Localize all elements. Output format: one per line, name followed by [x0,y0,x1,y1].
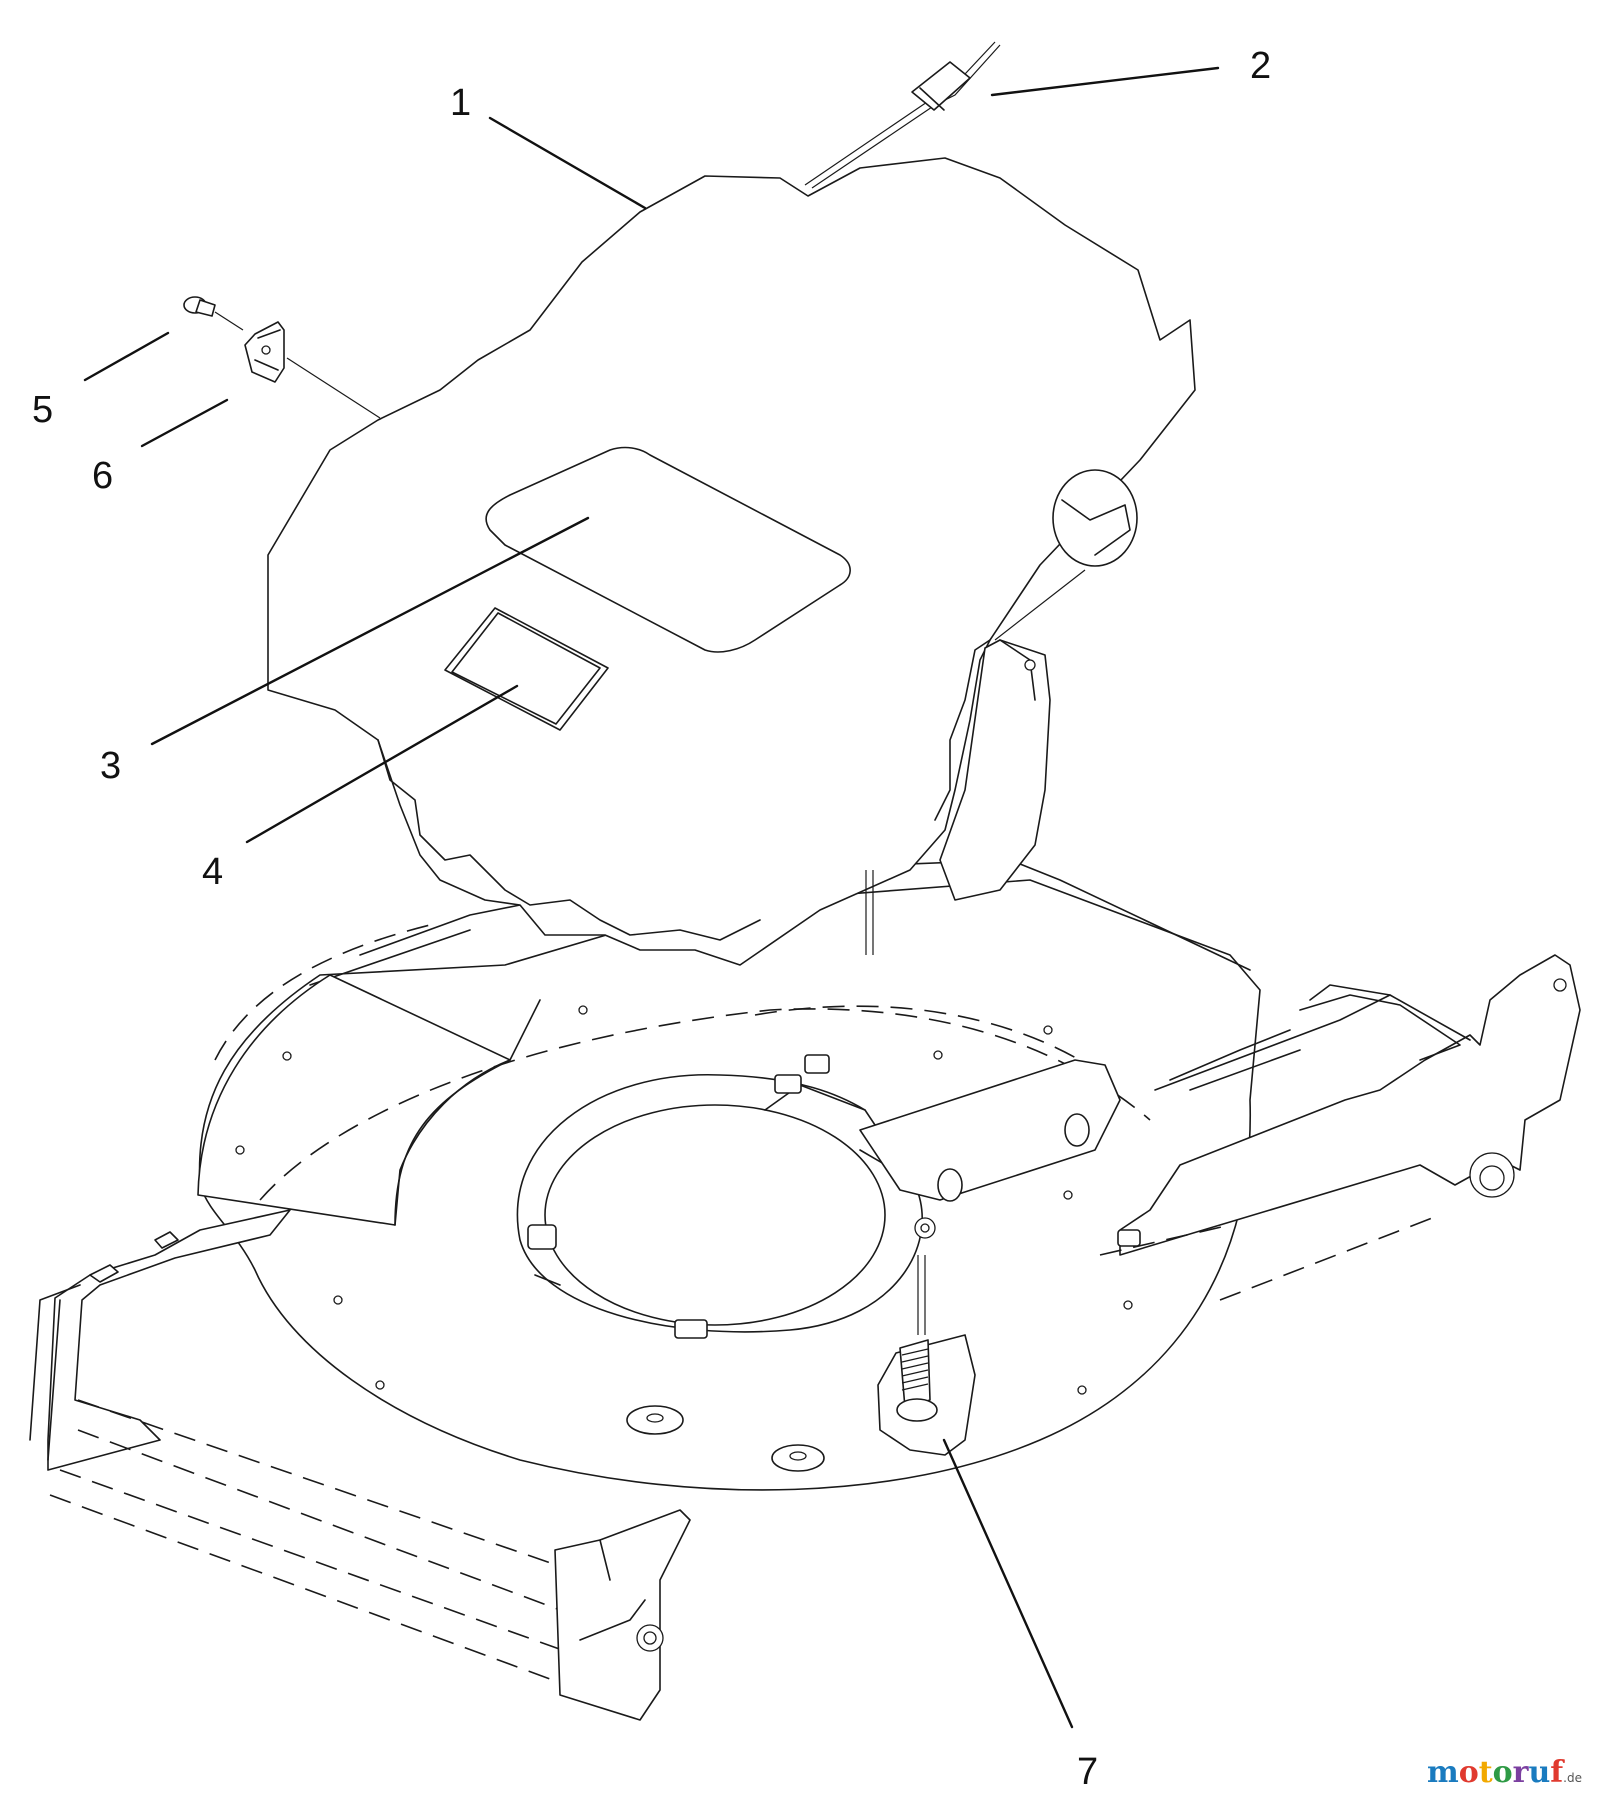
callout-6: 6 [92,455,113,497]
deck-dashed-edge-front [259,1008,1151,1201]
deck-hole [1063,1190,1073,1200]
spark-plug-boot [911,61,971,111]
spark-plug-boot-ring [919,87,945,111]
watermark-suffix: .de [1563,1771,1582,1785]
rear-dashed-edge [1099,1214,1441,1301]
side-cover-bolt [1024,659,1036,671]
watermark-letter: o [1458,1755,1479,1790]
deck-hole [333,1295,343,1305]
rear-housing-detail [1169,1029,1301,1091]
rear-clip [1117,1229,1141,1247]
front-wheel-bolt-inner [643,1631,657,1645]
ring-tab-left [527,1224,557,1250]
bumper-tab-left-2 [154,1231,179,1249]
leader-2 [990,66,1220,97]
watermark-logo: motoruf.de [1427,1755,1582,1790]
callout-5: 5 [32,389,53,431]
deck-clip [804,1054,830,1074]
watermark-letter: m [1427,1755,1459,1790]
spark-plug-boot-body [911,61,971,111]
watermark-letter: f [1550,1755,1564,1790]
engine-decal-4 [444,607,609,731]
screw [183,296,244,331]
leader-6 [140,398,229,448]
bumper-rail-3 [77,1399,601,1581]
callout-1: 1 [450,82,471,124]
callout-2: 2 [1250,45,1271,87]
deck-front-wheel-bracket [554,1509,691,1721]
ring-tab-top [774,1074,802,1094]
engine-side-panel [934,639,991,821]
leader-1 [488,116,647,210]
deck-left-hump [197,974,511,1226]
deck-dashed-edge-left [214,924,431,1061]
bolt-axis [917,1255,926,1335]
bumper-rail-1 [59,1469,591,1661]
rear-wheel-hub [1479,1165,1505,1191]
deck-hole [1077,1385,1087,1395]
bolt-shaft [899,1339,931,1409]
bracket-inner [579,1539,646,1641]
screw-shank [195,299,216,317]
bracket-connect-line [286,357,381,419]
screw-axis [214,311,244,331]
bumper-rail-2 [49,1494,581,1691]
watermark-letter: o [1492,1755,1513,1790]
crankshaft [865,870,874,955]
bolt-head [896,1398,938,1422]
bumper-inner-line [29,1284,81,1461]
rear-housing-top [1154,994,1471,1091]
blade-bolt-assembly [877,1255,976,1456]
bracket-clip [244,321,285,383]
bumper-rail-4 [77,1429,561,1611]
callout-4: 4 [202,851,223,893]
callout-labels: 1 2 3 4 5 6 7 [32,45,1271,1793]
leader-5 [83,331,170,382]
deck-hole [235,1145,245,1155]
deck-hole [933,1050,943,1060]
deck-hole [1043,1025,1053,1035]
engine-mount-hole [544,1104,886,1326]
deck-rear-ridge-line [309,929,471,986]
callout-7: 7 [1077,1751,1098,1793]
engine-block-outline [377,739,761,941]
ring-tab-right-bolt-inner [920,1223,930,1233]
deck-hole [1123,1300,1133,1310]
engine-decal-3 [485,446,851,653]
deck-hole [578,1005,588,1015]
engine-side-cover [939,639,1051,901]
bracket-clip-hole [261,345,271,355]
rear-housing-frame [1299,984,1461,1061]
mower-deck [29,859,1581,1721]
watermark-text: motoruf [1427,1755,1563,1790]
leader-7 [942,1438,1074,1729]
leader-lines [83,66,1220,1729]
deck-hole [375,1380,385,1390]
shelf-boss-2 [1064,1113,1090,1147]
deck-washer-1-hole [646,1413,664,1423]
bracket-clip-fold [254,329,281,371]
deck-hump-curve [394,999,541,1226]
watermark-letter: r [1512,1755,1529,1790]
deck-rear-shelf [859,1059,1121,1201]
ring-tab-bottom [674,1319,708,1339]
bumper-tab-left [89,1264,119,1283]
rear-pivot-hole [1553,978,1567,992]
engine [267,41,1196,966]
leader-4 [245,684,519,844]
fuel-connect-line [994,569,1086,641]
watermark-letter: u [1528,1755,1551,1790]
deck-washer-2-hole [789,1451,807,1461]
deck-hole [282,1051,292,1061]
deck-holes [235,1005,1133,1395]
callout-3: 3 [100,745,121,787]
bolt-threads [901,1348,929,1391]
fuel-cap-grip [1061,499,1131,556]
engine-decal-4-inner [451,612,601,725]
watermark-letter: t [1478,1755,1493,1790]
shelf-boss-1 [937,1168,963,1202]
leader-3 [150,516,590,746]
